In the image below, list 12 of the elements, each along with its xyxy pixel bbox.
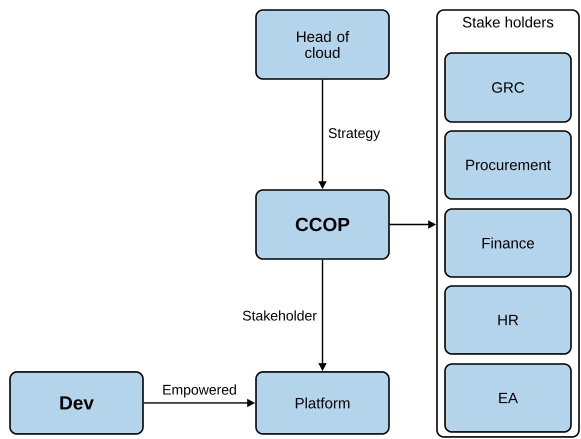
edge-label: Stakeholder	[242, 310, 317, 321]
process-box: CCOP	[255, 189, 390, 260]
process-box: Dev	[9, 371, 144, 435]
process-box: HR	[444, 285, 572, 355]
process-box: Finance	[444, 208, 572, 278]
process-box: EA	[444, 363, 572, 433]
process-box: Head of cloud	[255, 9, 390, 80]
process-box: GRC	[444, 52, 572, 123]
edge-label: Strategy	[328, 128, 380, 141]
process-box: Platform	[255, 371, 390, 435]
edge-label: Empowered	[163, 384, 236, 398]
process-box: Procurement	[444, 130, 572, 200]
